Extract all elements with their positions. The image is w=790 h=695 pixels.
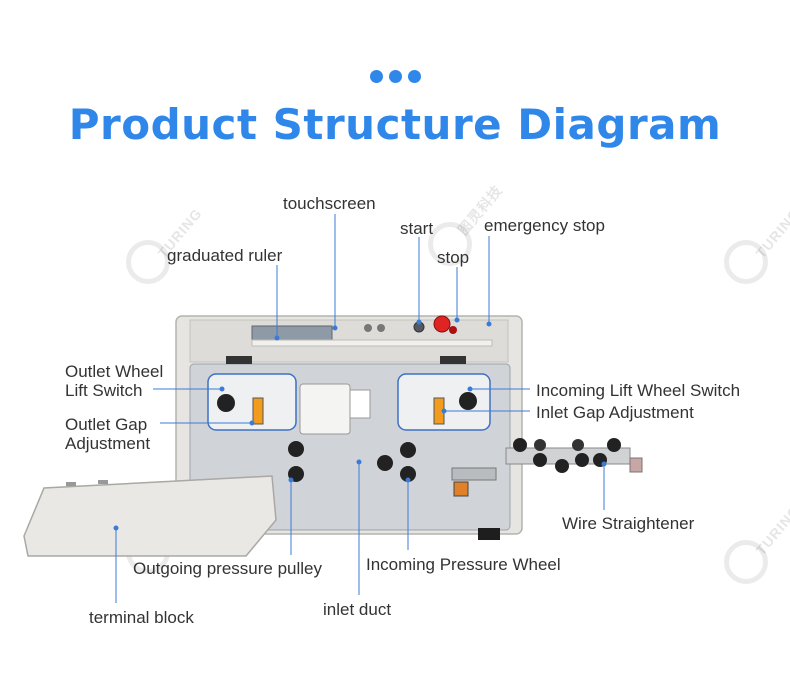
leader-dot (441, 408, 447, 414)
watermark-logo (724, 240, 768, 284)
tray-slot (66, 482, 76, 486)
page-title: Product Structure Diagram (68, 100, 722, 149)
straightener-roller (555, 459, 569, 473)
emergency-stop-button (433, 315, 451, 333)
label-touchscreen: touchscreen (283, 194, 376, 213)
leader-dot (454, 317, 460, 323)
leader-dot (467, 386, 473, 392)
label-wire-straightener: Wire Straightener (562, 514, 695, 533)
graduated-ruler (251, 339, 493, 347)
small-button (364, 324, 372, 332)
label-inlet-gap-adjustment: Inlet Gap Adjustment (536, 403, 694, 422)
leader-dot (356, 459, 362, 465)
inlet-wheel (377, 455, 393, 471)
straightener-roller (572, 439, 584, 451)
outlet-plate (207, 373, 297, 431)
leader-dot (219, 386, 225, 392)
leader-dot (416, 319, 422, 325)
leader-dot (249, 420, 255, 426)
straightener-roller (534, 439, 546, 451)
leader-dot (274, 335, 280, 341)
inlet-wheel (400, 442, 416, 458)
dot (388, 70, 402, 83)
straightener-roller (575, 453, 589, 467)
outlet-wheel (288, 441, 304, 457)
duct-bracket (453, 481, 469, 497)
small-button (377, 324, 385, 332)
tray-slot (98, 480, 108, 484)
straightener-roller (513, 438, 527, 452)
label-graduated-ruler: graduated ruler (167, 246, 283, 265)
leader-lines (113, 214, 607, 603)
machine-foot (478, 528, 500, 540)
outlet-gap-dial (252, 397, 264, 425)
label-incoming-pressure-wheel: Incoming Pressure Wheel (366, 555, 561, 574)
watermark-logo (724, 540, 768, 584)
label-start: start (400, 219, 434, 238)
watermark-logo (126, 240, 170, 284)
label-outlet-wheel-lift-line2: Lift Switch (65, 381, 143, 400)
hinge (440, 356, 466, 364)
outlet-knob (217, 394, 235, 412)
terminal-block-tray (23, 475, 277, 557)
decorative-dots (0, 70, 790, 88)
straightener-roller (607, 438, 621, 452)
stop-button (449, 326, 457, 334)
label-outlet-gap-line2: Adjustment (65, 434, 151, 453)
label-inlet-duct: inlet duct (323, 600, 392, 619)
label-stop: stop (437, 248, 470, 267)
inlet-wheel (400, 466, 416, 482)
hinge (226, 356, 252, 364)
label-terminal-block: terminal block (89, 608, 194, 627)
straightener-roller (533, 453, 547, 467)
dot (407, 70, 421, 83)
inlet-duct (451, 467, 497, 481)
leader-dot (332, 325, 338, 331)
watermark-logo (428, 222, 472, 266)
leader-dot (405, 477, 411, 483)
warning-sticker (349, 389, 371, 419)
straightener-end-cap (629, 457, 643, 473)
leader-dot (113, 525, 119, 531)
leader-dot (288, 477, 294, 483)
label-outlet-gap-line1: Outlet Gap (65, 415, 148, 434)
dot (369, 70, 383, 83)
label-outgoing-pressure-pulley: Outgoing pressure pulley (133, 559, 323, 578)
leader-dot (601, 461, 607, 467)
leader-dot (486, 321, 492, 327)
inlet-knob (459, 392, 477, 410)
blade-housing (299, 383, 351, 435)
label-outlet-wheel-lift-line1: Outlet Wheel (65, 362, 164, 381)
label-incoming-lift-wheel-switch: Incoming Lift Wheel Switch (536, 381, 741, 400)
label-emergency-stop: emergency stop (484, 216, 605, 235)
